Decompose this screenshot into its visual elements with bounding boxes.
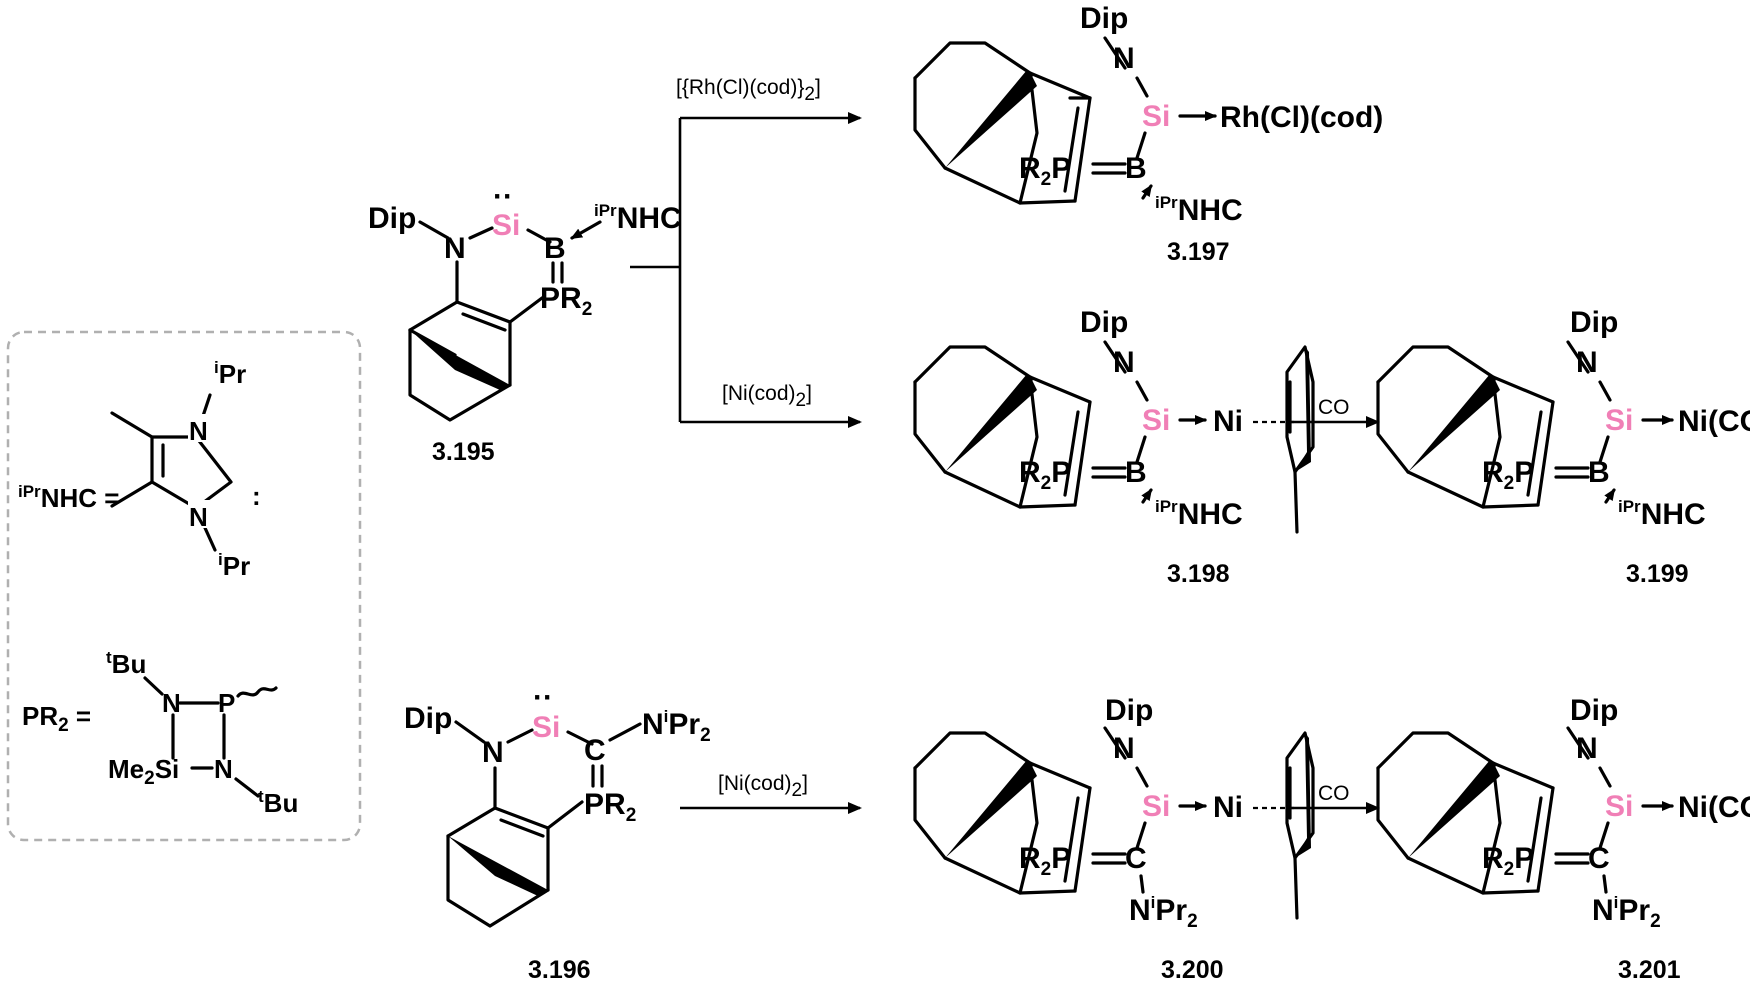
svg-text:iPrNHC: iPrNHC xyxy=(1618,497,1706,531)
svg-text:R2P: R2P xyxy=(1019,456,1071,494)
pr2-tbu-bottom: tBu xyxy=(258,787,298,818)
svg-text:N: N xyxy=(1113,42,1135,75)
svg-text:Dip: Dip xyxy=(1080,2,1128,35)
svg-text:NiPr2: NiPr2 xyxy=(1592,893,1661,932)
svg-text:Si: Si xyxy=(492,209,520,242)
compound-3-197: Dip N Si Rh(Cl)(cod) B R2P iPrNHC 3.197 xyxy=(913,2,1383,266)
svg-text:N: N xyxy=(444,232,466,265)
svg-text:··: ·· xyxy=(533,681,553,714)
reagent-rh: [{Rh(Cl)(cod)}2] xyxy=(676,76,821,105)
svg-text:Dip: Dip xyxy=(1570,306,1618,339)
compound-3-196: Dip N Si ·· C NiPr2 PR2 3.196 xyxy=(404,681,711,984)
nhc-legend: iPrNHC = N N iPr iPr : xyxy=(18,358,261,581)
svg-text:Ni(CO)3: Ni(CO)3 xyxy=(1678,405,1750,443)
compound-3-198: Dip N Si Ni B R2P iPrNHC 3.198 xyxy=(913,306,1315,588)
svg-text:NiPr2: NiPr2 xyxy=(1129,893,1198,932)
svg-text:N: N xyxy=(482,736,504,769)
nhc-n-bottom: N xyxy=(189,502,208,532)
nhc-n-top: N xyxy=(189,416,208,446)
svg-text:Si: Si xyxy=(1605,790,1633,823)
svg-text:R2P: R2P xyxy=(1019,842,1071,880)
compound-label-3-200: 3.200 xyxy=(1161,956,1224,984)
svg-text:Dip: Dip xyxy=(1570,694,1618,727)
svg-text:C: C xyxy=(1588,842,1610,875)
svg-text:R2P: R2P xyxy=(1019,152,1071,190)
svg-text:Ni: Ni xyxy=(1213,405,1243,438)
carbene-dots: : xyxy=(252,481,261,511)
svg-text:Dip: Dip xyxy=(404,702,452,735)
pr2-me2si: Me2Si xyxy=(108,754,179,789)
svg-text:iPrNHC: iPrNHC xyxy=(594,201,682,235)
pr2-label: PR2 = xyxy=(22,701,91,736)
svg-text:Dip: Dip xyxy=(1105,694,1153,727)
compound-3-199: Dip N Si Ni(CO)3 B R2P iPrNHC 3.199 xyxy=(1376,306,1750,588)
legend-box xyxy=(6,330,362,842)
pr2-n-top: N xyxy=(162,688,181,718)
svg-text:Si: Si xyxy=(1142,404,1170,437)
svg-text:Dip: Dip xyxy=(368,202,416,235)
svg-text:iPrNHC: iPrNHC xyxy=(1155,497,1243,531)
compound-label-3-197: 3.197 xyxy=(1167,238,1230,266)
svg-text:Si: Si xyxy=(1142,100,1170,133)
reagent-ni-top: [Ni(cod)2] xyxy=(722,382,812,411)
svg-text:NiPr2: NiPr2 xyxy=(642,707,711,746)
svg-text:N: N xyxy=(1113,732,1135,765)
svg-text:R2P: R2P xyxy=(1482,842,1534,880)
svg-text:Si: Si xyxy=(532,711,560,744)
compound-label-3-198: 3.198 xyxy=(1167,560,1230,588)
svg-text:N: N xyxy=(1576,732,1598,765)
compound-label-3-195: 3.195 xyxy=(432,438,495,466)
pr2-p: P xyxy=(218,688,235,718)
nhc-ipr-bottom: iPr xyxy=(218,550,250,581)
svg-text:Si: Si xyxy=(1142,790,1170,823)
svg-text:N: N xyxy=(1113,346,1135,379)
reagent-ni-bottom: [Ni(cod)2] xyxy=(718,772,808,801)
nhc-label: iPrNHC = xyxy=(18,482,119,513)
svg-text:B: B xyxy=(1125,456,1147,489)
reagent-co-top: CO xyxy=(1318,396,1350,419)
svg-text:C: C xyxy=(1125,842,1147,875)
svg-text:R2P: R2P xyxy=(1482,456,1534,494)
compound-3-201: Dip N Si Ni(CO)3 C R2P NiPr2 3.201 xyxy=(1376,694,1750,984)
reagent-co-bottom: CO xyxy=(1318,782,1350,805)
svg-text:Ni(CO)3: Ni(CO)3 xyxy=(1678,791,1750,829)
svg-text:B: B xyxy=(1588,456,1610,489)
svg-text:Dip: Dip xyxy=(1080,306,1128,339)
compound-label-3-196: 3.196 xyxy=(528,956,591,984)
svg-text:Ni: Ni xyxy=(1213,791,1243,824)
svg-text:··: ·· xyxy=(493,180,513,213)
svg-text:Rh(Cl)(cod): Rh(Cl)(cod) xyxy=(1220,101,1383,134)
svg-text:B: B xyxy=(1125,152,1147,185)
compound-3-195: Dip N Si ·· B iPrNHC PR2 3.195 xyxy=(368,180,682,466)
compound-label-3-201: 3.201 xyxy=(1618,956,1681,984)
pr2-n-bottom: N xyxy=(214,754,233,784)
svg-text:Si: Si xyxy=(1605,404,1633,437)
compound-3-200: Dip N Si Ni C R2P NiPr2 3.200 xyxy=(913,694,1315,984)
svg-text:PR2: PR2 xyxy=(584,788,636,826)
pr2-tbu-top: tBu xyxy=(106,648,146,679)
svg-text:C: C xyxy=(584,734,606,767)
svg-text:PR2: PR2 xyxy=(540,282,592,320)
pr2-legend: PR2 = tBu N P Me2Si N tBu xyxy=(22,648,298,818)
svg-text:B: B xyxy=(544,232,566,265)
svg-text:iPrNHC: iPrNHC xyxy=(1155,193,1243,227)
compound-label-3-199: 3.199 xyxy=(1626,560,1689,588)
svg-text:N: N xyxy=(1576,346,1598,379)
nhc-ipr-top: iPr xyxy=(214,358,246,389)
